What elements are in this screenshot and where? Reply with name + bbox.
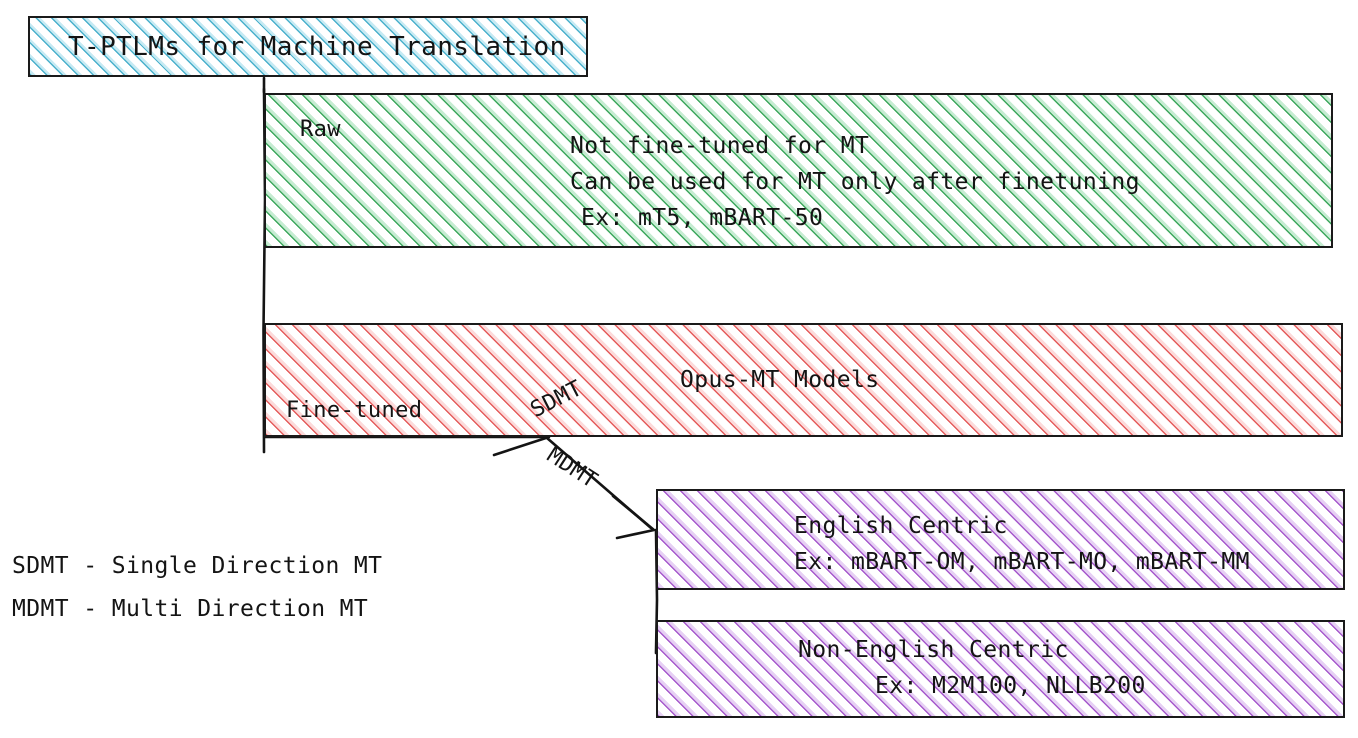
node-english-centric-line-2: Ex: mBART-OM, mBART-MO, mBART-MM: [794, 549, 1250, 575]
node-fine-tuned-line-1: Opus-MT Models: [680, 367, 880, 393]
node-raw-line-2: Can be used for MT only after finetuning: [570, 169, 1140, 195]
node-raw-box[interactable]: [264, 93, 1333, 248]
node-non-english-centric-box[interactable]: [656, 620, 1345, 718]
node-raw-line-3: Ex: mT5, mBART-50: [581, 205, 824, 231]
legend-item-mdmt: MDMT - Multi Direction MT: [12, 596, 369, 622]
node-root-label: T-PTLMs for Machine Translation: [68, 32, 566, 62]
node-fine-tuned-box[interactable]: [264, 323, 1343, 437]
node-non-english-centric-line-1: Non-English Centric: [798, 637, 1069, 663]
node-root-box[interactable]: [28, 16, 588, 77]
edge-label-raw: Raw: [300, 117, 341, 142]
legend-item-sdmt: SDMT - Single Direction MT: [12, 553, 383, 579]
node-english-centric-box[interactable]: [656, 489, 1345, 590]
node-non-english-centric-line-2: Ex: M2M100, NLLB200: [875, 673, 1146, 699]
node-english-centric-line-1: English Centric: [794, 513, 1008, 539]
edge-label-fine-tuned: Fine-tuned: [286, 398, 423, 423]
node-raw-line-1: Not fine-tuned for MT: [570, 133, 870, 159]
